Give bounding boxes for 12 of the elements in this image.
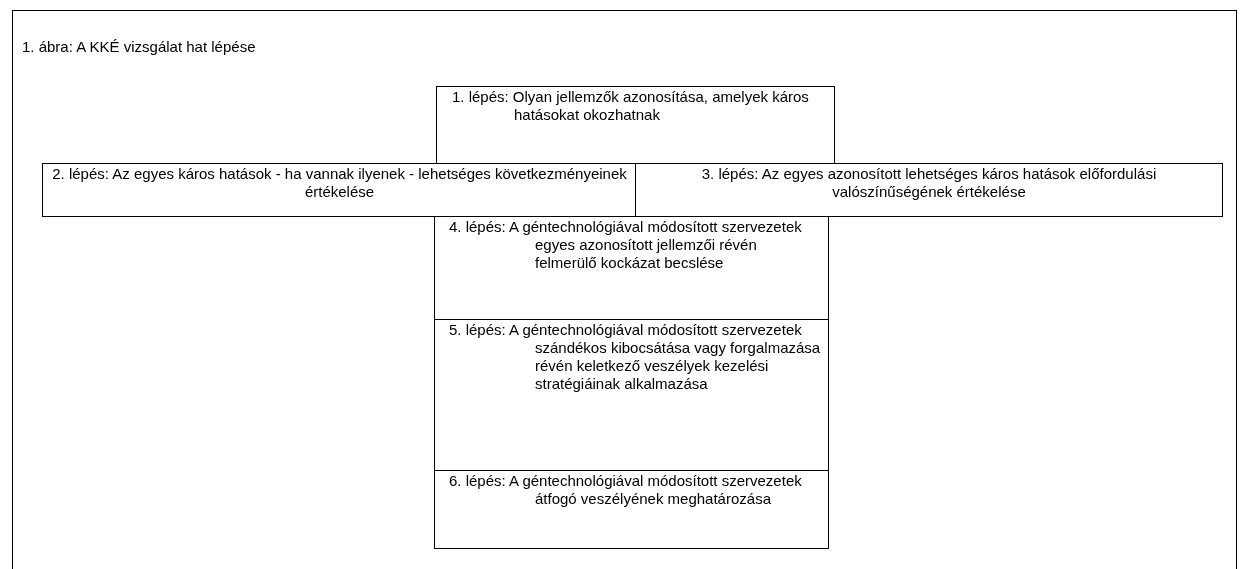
step-box <box>635 163 1223 217</box>
step-text: 5. lépés: A géntechnológiával módosított szervezetek szándékos kibocsátása vagy forgalmazása révén keletkező veszélyek kezelési stratégiáinak alkalmazása <box>448 320 822 394</box>
step-text: 2. lépés: Az egyes káros hatások - ha vannak ilyenek - lehetséges következményeinek értékelése <box>51 164 628 202</box>
step-text: 1. lépés: Olyan jellemzők azonosítása, amelyek káros hatásokat okozhatnak <box>451 87 810 125</box>
step-text: 6. lépés: A géntechnológiával módosított szervezetek átfogó veszélyének meghatározása <box>448 471 803 509</box>
step-text: 3. lépés: Az egyes azonosított lehetséges káros hatások előfordulási valószínűségének értékelése <box>700 164 1158 202</box>
step-text: 4. lépés: A géntechnológiával módosított szervezetek egyes azonosított jellemzői révén felmerülő kockázat becslése <box>448 217 803 273</box>
step-box <box>434 216 829 320</box>
step-box <box>434 470 829 549</box>
step-box <box>434 319 829 471</box>
step-box <box>436 86 835 164</box>
figure-caption: 1. ábra: A KKÉ vizsgálat hat lépése <box>22 38 256 55</box>
